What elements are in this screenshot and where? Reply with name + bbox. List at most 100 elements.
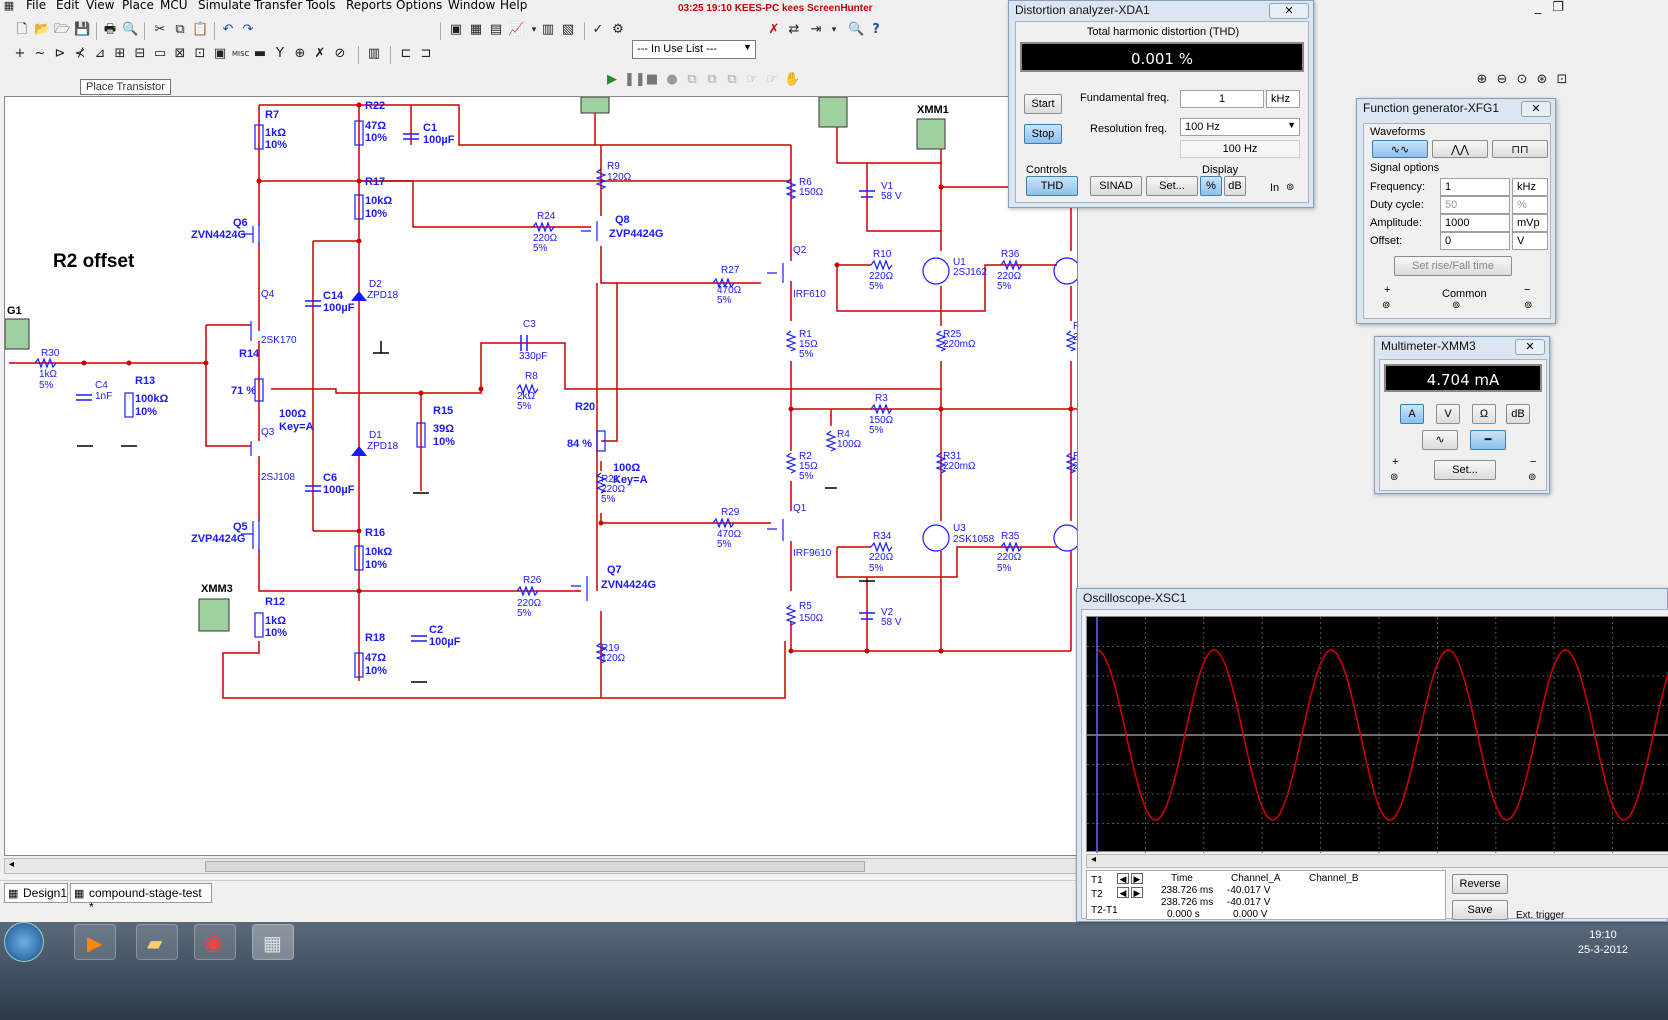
tray-clock[interactable]: 19:10 25-3-2012 — [1578, 928, 1628, 958]
transfer-icon[interactable]: ⇄ — [788, 22, 800, 37]
bus-entry-icon[interactable]: ⊐ — [420, 46, 432, 61]
pause-icon[interactable]: ❚❚ — [624, 72, 646, 87]
stop-icon[interactable]: ■ — [645, 72, 659, 87]
save-icon[interactable]: 💾 — [74, 22, 91, 37]
decibel-button[interactable]: dB — [1506, 404, 1530, 424]
reverse-button[interactable]: Reverse — [1452, 874, 1508, 894]
menu-edit[interactable]: Edit — [56, 0, 80, 12]
hierarchical-icon[interactable]: ▥ — [367, 46, 381, 61]
multimeter-window[interactable]: Multimeter-XMM3 ✕ 4.704 mA A V Ω dB ∿ ━ … — [1374, 336, 1550, 494]
tab-compound-stage-test[interactable]: ▦ compound-stage-test * — [70, 883, 212, 914]
oscilloscope-screen[interactable] — [1086, 616, 1668, 853]
ttl-icon[interactable]: ⊞ — [114, 46, 126, 61]
analog-icon[interactable]: ⊿ — [94, 46, 106, 61]
menu-transfer[interactable]: Transfer — [254, 0, 303, 12]
chrome-button[interactable]: ◉ — [194, 924, 236, 960]
cmos-icon[interactable]: ⊟ — [134, 46, 146, 61]
save-button[interactable]: Save — [1452, 900, 1508, 920]
zoom-icon[interactable]: 🔍 — [848, 22, 865, 37]
copy-icon[interactable]: ⧉ — [175, 22, 185, 37]
diode-icon[interactable]: ⊳ — [54, 46, 66, 61]
mcu-icon[interactable]: ▭ — [153, 46, 167, 61]
amplitude-unit[interactable]: mVp — [1512, 214, 1548, 232]
amplitude-input[interactable]: 1000 — [1440, 214, 1510, 232]
run-icon[interactable]: ▶ — [607, 72, 617, 87]
menu-reports[interactable]: Reports — [346, 0, 393, 12]
ac-button[interactable]: ∿ — [1422, 430, 1458, 450]
fullscreen-icon[interactable]: ▣ — [449, 22, 463, 37]
set-button[interactable]: Set... — [1146, 176, 1198, 196]
indicator-icon[interactable]: ▣ — [213, 46, 227, 61]
electromechanical-icon[interactable]: ⊕ — [294, 46, 306, 61]
component-wizard-icon[interactable]: ▧ — [561, 22, 575, 37]
close-button[interactable]: ✕ — [1521, 101, 1551, 117]
app-icon[interactable]: ▦ — [3, 0, 15, 12]
explorer-button[interactable]: ▰ — [136, 924, 178, 960]
fundamental-freq-unit[interactable]: kHz — [1266, 90, 1300, 108]
db-button[interactable]: dB — [1224, 176, 1246, 196]
chevron-down-icon[interactable]: ▾ — [531, 25, 537, 35]
paste-icon[interactable]: 📋 — [192, 22, 209, 37]
resolution-freq-select[interactable]: 100 Hz ▼ — [1180, 118, 1300, 136]
ohmmeter-button[interactable]: Ω — [1472, 404, 1496, 424]
start-button[interactable] — [4, 922, 44, 962]
grid-icon[interactable]: ▦ — [469, 22, 483, 37]
grapher-icon[interactable]: 📈 — [508, 22, 525, 37]
remove-breakpoints-icon[interactable]: ✋ — [784, 72, 801, 87]
menu-window[interactable]: Window — [448, 0, 496, 12]
t1-right-arrow-icon[interactable]: ▶ — [1131, 873, 1143, 884]
netlist-icon[interactable]: ⚙ — [612, 22, 624, 37]
dc-button[interactable]: ━ — [1470, 430, 1506, 450]
power-icon[interactable]: ▬ — [253, 46, 267, 61]
terminal-icon[interactable]: ⊚ — [1382, 300, 1391, 311]
scroll-left-icon[interactable]: ◂ — [9, 859, 15, 870]
pin-probe-icon[interactable]: ● — [666, 72, 678, 87]
probe-icon[interactable]: ✗ — [768, 22, 780, 37]
ammeter-button[interactable]: A — [1400, 404, 1424, 424]
sinad-button[interactable]: SINAD — [1090, 176, 1142, 196]
transistor-icon[interactable]: ⊀ — [74, 46, 86, 61]
source-icon[interactable]: + — [14, 46, 26, 61]
resistor-icon[interactable]: ~ — [34, 46, 46, 61]
horizontal-scrollbar[interactable]: ◂ — [4, 858, 1078, 874]
cut-icon[interactable]: ✂ — [154, 22, 166, 37]
terminal-icon[interactable]: ⊚ — [1390, 472, 1399, 483]
ni-icon[interactable]: ✗ — [314, 46, 326, 61]
rf-icon[interactable]: Y — [276, 46, 284, 61]
menu-simulate[interactable]: Simulate — [198, 0, 252, 12]
chevron-down-icon[interactable]: ▾ — [831, 25, 837, 35]
mixed-icon[interactable]: ⊡ — [194, 46, 206, 61]
set-rise-fall-button[interactable]: Set rise/Fall time — [1394, 256, 1512, 276]
percent-button[interactable]: % — [1200, 176, 1222, 196]
t1-left-arrow-icon[interactable]: ◀ — [1117, 873, 1129, 884]
minimize-icon[interactable]: _ — [1534, 0, 1542, 15]
oscilloscope-scrollbar[interactable]: ◂ — [1086, 854, 1668, 868]
function-generator-window[interactable]: Function generator-XFG1 ✕ Waveforms ∿∿ ⋀… — [1356, 98, 1556, 324]
offset-input[interactable]: 0 — [1440, 232, 1510, 250]
step-out-icon[interactable]: ⧉ — [727, 72, 737, 87]
menu-mcu[interactable]: MCU — [160, 0, 188, 12]
connector-icon[interactable]: ⊘ — [334, 46, 346, 61]
oscilloscope-window[interactable]: Oscilloscope-XSC1 ◂ Time Channel_A Chann… — [1076, 588, 1668, 922]
t2-left-arrow-icon[interactable]: ◀ — [1117, 887, 1129, 898]
database-icon[interactable]: ▥ — [541, 22, 555, 37]
back-annotate-icon[interactable]: ⇥ — [810, 22, 822, 37]
scrollbar-thumb[interactable] — [205, 861, 865, 872]
plus-terminal-icon[interactable]: + — [1384, 284, 1391, 296]
fundamental-freq-input[interactable]: 1 — [1180, 90, 1264, 108]
voltmeter-button[interactable]: V — [1436, 404, 1460, 424]
terminal-icon[interactable]: ⊚ — [1286, 182, 1295, 193]
frequency-unit[interactable]: kHz — [1512, 178, 1548, 196]
zoom-in-icon[interactable]: ⊕ — [1476, 72, 1488, 87]
sine-wave-button[interactable]: ∿∿ — [1372, 140, 1428, 158]
set-button[interactable]: Set... — [1434, 460, 1496, 480]
spreadsheet-icon[interactable]: ▤ — [489, 22, 503, 37]
t2-right-arrow-icon[interactable]: ▶ — [1131, 887, 1143, 898]
redo-icon[interactable]: ↷ — [242, 22, 254, 37]
run-to-cursor-icon[interactable]: ☞ — [746, 72, 758, 87]
scroll-left-icon[interactable]: ◂ — [1091, 854, 1097, 865]
duty-cycle-input[interactable]: 50 — [1440, 196, 1510, 214]
step-icon[interactable]: ⧉ — [687, 72, 697, 87]
media-player-button[interactable]: ▶ — [74, 924, 116, 960]
terminal-icon[interactable]: ⊚ — [1524, 300, 1533, 311]
